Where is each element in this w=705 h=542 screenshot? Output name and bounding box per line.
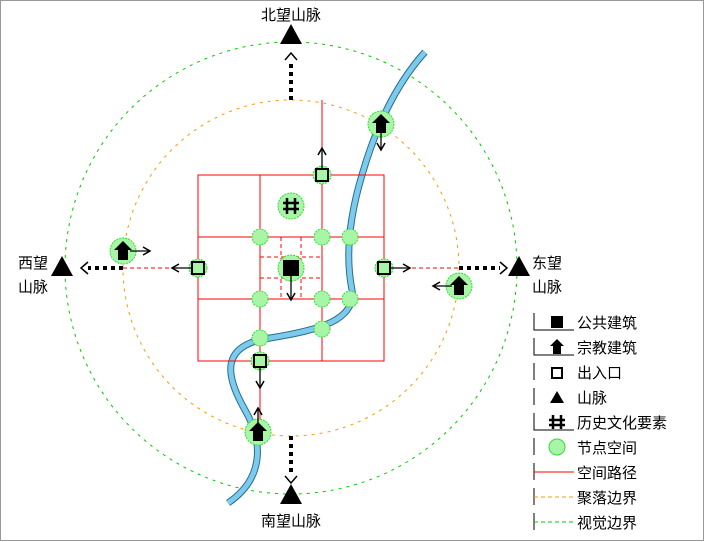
legend-label: 公共建筑 (577, 314, 637, 332)
label-east-mountain-1: 东望 (532, 254, 562, 272)
label-south-mountain: 南望山脉 (261, 512, 321, 530)
label-west-mountain-2: 山脉 (18, 278, 48, 296)
mountain-west-icon (51, 256, 73, 276)
legend-node-icon (548, 438, 566, 456)
legend-hash-icon (549, 415, 565, 429)
legend-label: 聚落边界 (577, 489, 637, 507)
label-west-mountain-1: 西望 (18, 254, 48, 272)
river (225, 49, 428, 506)
legend-religious-building-icon (550, 339, 564, 354)
religious-building-icon (372, 114, 390, 133)
legend-label: 节点空间 (577, 439, 637, 457)
legend-mountain-icon (550, 391, 564, 403)
legend-label: 空间路径 (577, 464, 637, 482)
legend-entrance-icon (551, 367, 563, 379)
religious-buildings (114, 114, 468, 441)
religious-building-icon (114, 241, 132, 260)
entrance-icon (191, 261, 205, 275)
mountain-south-icon (280, 484, 302, 504)
label-north-mountain: 北望山脉 (261, 6, 321, 24)
legend-label: 出入口 (577, 364, 622, 382)
legend-label: 历史文化要素 (577, 414, 667, 432)
mountains (51, 24, 530, 504)
movement-arrows (130, 130, 452, 426)
entrance-icon (253, 354, 267, 368)
legend-public-building-icon (551, 316, 563, 328)
legend-label: 宗教建筑 (577, 339, 637, 357)
mountain-east-icon (508, 256, 530, 276)
hash-icon (283, 198, 299, 214)
label-east-mountain-2: 山脉 (532, 278, 562, 296)
entrance-icon (377, 261, 391, 275)
legend-label: 视觉边界 (577, 514, 637, 532)
mountain-north-icon (280, 24, 302, 44)
entrance-icon (315, 168, 329, 182)
religious-building-icon (450, 276, 468, 295)
religious-building-icon (249, 422, 267, 441)
legend: 公共建筑 宗教建筑 出入口 山脉 历史文化要素 节点空间 空间路径 聚落边界 视… (533, 313, 667, 532)
legend-label: 山脉 (577, 389, 607, 407)
public-building-icon (283, 260, 299, 276)
view-arrowheads (79, 51, 509, 485)
entrances (191, 168, 391, 368)
view-axes (88, 60, 500, 476)
node-spaces (109, 110, 473, 446)
